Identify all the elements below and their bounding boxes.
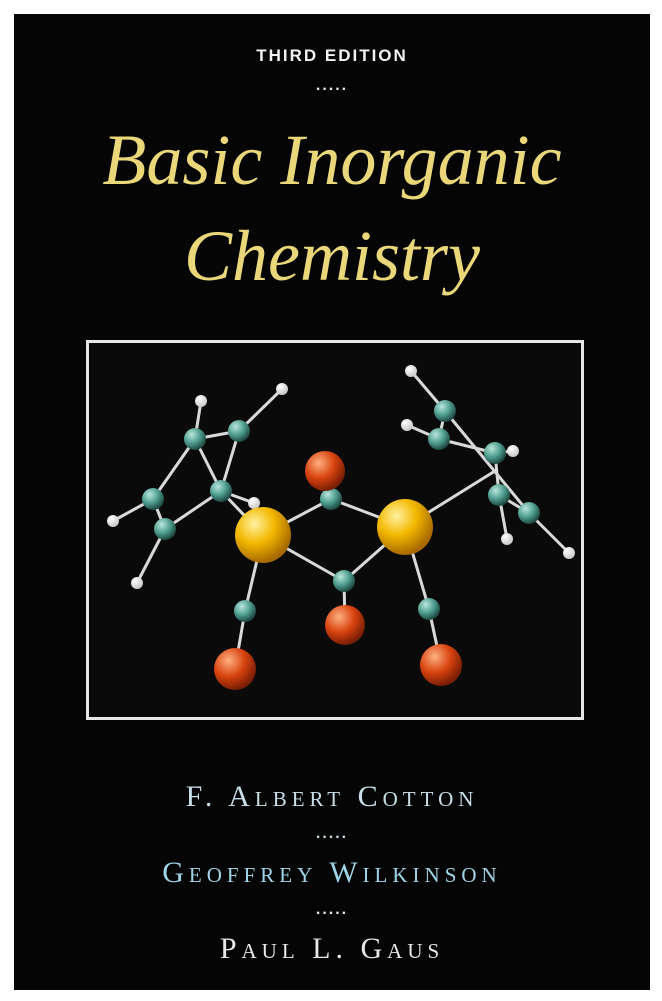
title-line-1: Basic Inorganic [102,120,562,200]
oxygen-atoms [214,451,462,690]
edition-label: THIRD EDITION [256,46,408,65]
hydrogen-atoms [107,365,575,589]
metal-atoms [235,499,433,563]
separator-dots: ..... [315,77,349,94]
author-2: Geoffrey Wilkinson [162,856,502,889]
author-1: F. Albert Cotton [185,780,479,813]
molecule-illustration-frame [86,340,584,720]
separator-dots: ..... [315,825,349,842]
separator-dots: ..... [315,901,349,918]
molecule-illustration [107,365,575,690]
title-line-2: Chemistry [184,216,480,296]
author-3: Paul L. Gaus [219,932,445,965]
carbon-atoms [142,400,540,622]
book-cover: THIRD EDITION ..... Basic Inorganic Chem… [14,14,650,990]
